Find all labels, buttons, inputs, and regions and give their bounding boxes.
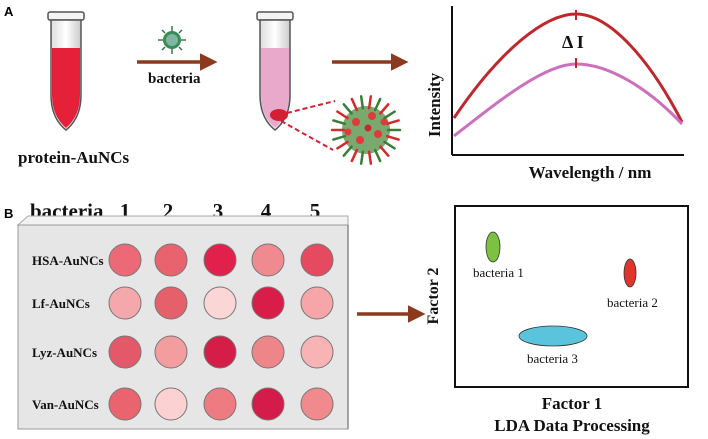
well: [251, 286, 285, 320]
plate-row-label: Lf-AuNCs: [32, 296, 90, 311]
spectrum-plot: Δ I: [451, 6, 684, 156]
plate-row-label: Lyz-AuNCs: [32, 345, 97, 360]
zoom-line: [286, 100, 336, 114]
well: [154, 286, 188, 320]
plate-row-label: Van-AuNCs: [32, 397, 99, 412]
well: [251, 243, 285, 277]
well: [251, 387, 285, 421]
well: [108, 243, 142, 277]
well: [154, 387, 188, 421]
spectrum-curve-high: [452, 12, 684, 123]
column-label: 2: [163, 199, 174, 223]
panel-b-label: B: [4, 206, 13, 221]
well: [300, 243, 334, 277]
bacteria-2-cluster: [623, 258, 637, 288]
bacteria-icon: [158, 26, 186, 54]
panel-a-label: A: [4, 4, 14, 19]
bacteria-1-cluster: [485, 231, 501, 263]
delta-i-label: Δ I: [562, 32, 584, 52]
wavelength-axis-label: Wavelength / nm: [529, 163, 652, 182]
plate-row-label: HSA-AuNCs: [32, 253, 104, 268]
well: [108, 387, 142, 421]
well: [300, 335, 334, 369]
column-label: 4: [261, 199, 272, 223]
well: [154, 243, 188, 277]
bacteria-2-label: bacteria 2: [607, 295, 658, 310]
column-label: 3: [213, 199, 224, 223]
well: [108, 286, 142, 320]
bacteria-3-label: bacteria 3: [527, 351, 578, 366]
arrow-bacteria-label: bacteria: [148, 71, 201, 87]
well: [203, 243, 237, 277]
factor-2-axis-label: Factor 2: [425, 267, 442, 324]
bacteria-1-label: bacteria 1: [473, 265, 524, 280]
pink-tube-icon: [256, 11, 294, 131]
zoom-line: [280, 120, 334, 151]
column-label: 5: [310, 199, 321, 223]
well: [203, 387, 237, 421]
well: [203, 335, 237, 369]
intensity-axis-label: Intensity: [425, 72, 444, 137]
column-label: 1: [120, 199, 131, 223]
well: [251, 335, 285, 369]
aggregate-particle-icon: [330, 95, 402, 165]
well: [300, 286, 334, 320]
well: [154, 335, 188, 369]
well: [203, 286, 237, 320]
lda-caption: LDA Data Processing: [494, 416, 650, 435]
well: [108, 335, 142, 369]
factor-1-axis-label: Factor 1: [542, 394, 603, 413]
well: [300, 387, 334, 421]
red-tube-icon: [47, 11, 85, 131]
bacteria-3-cluster: [518, 325, 588, 347]
protein-aunc-label: protein-AuNCs: [18, 148, 130, 167]
